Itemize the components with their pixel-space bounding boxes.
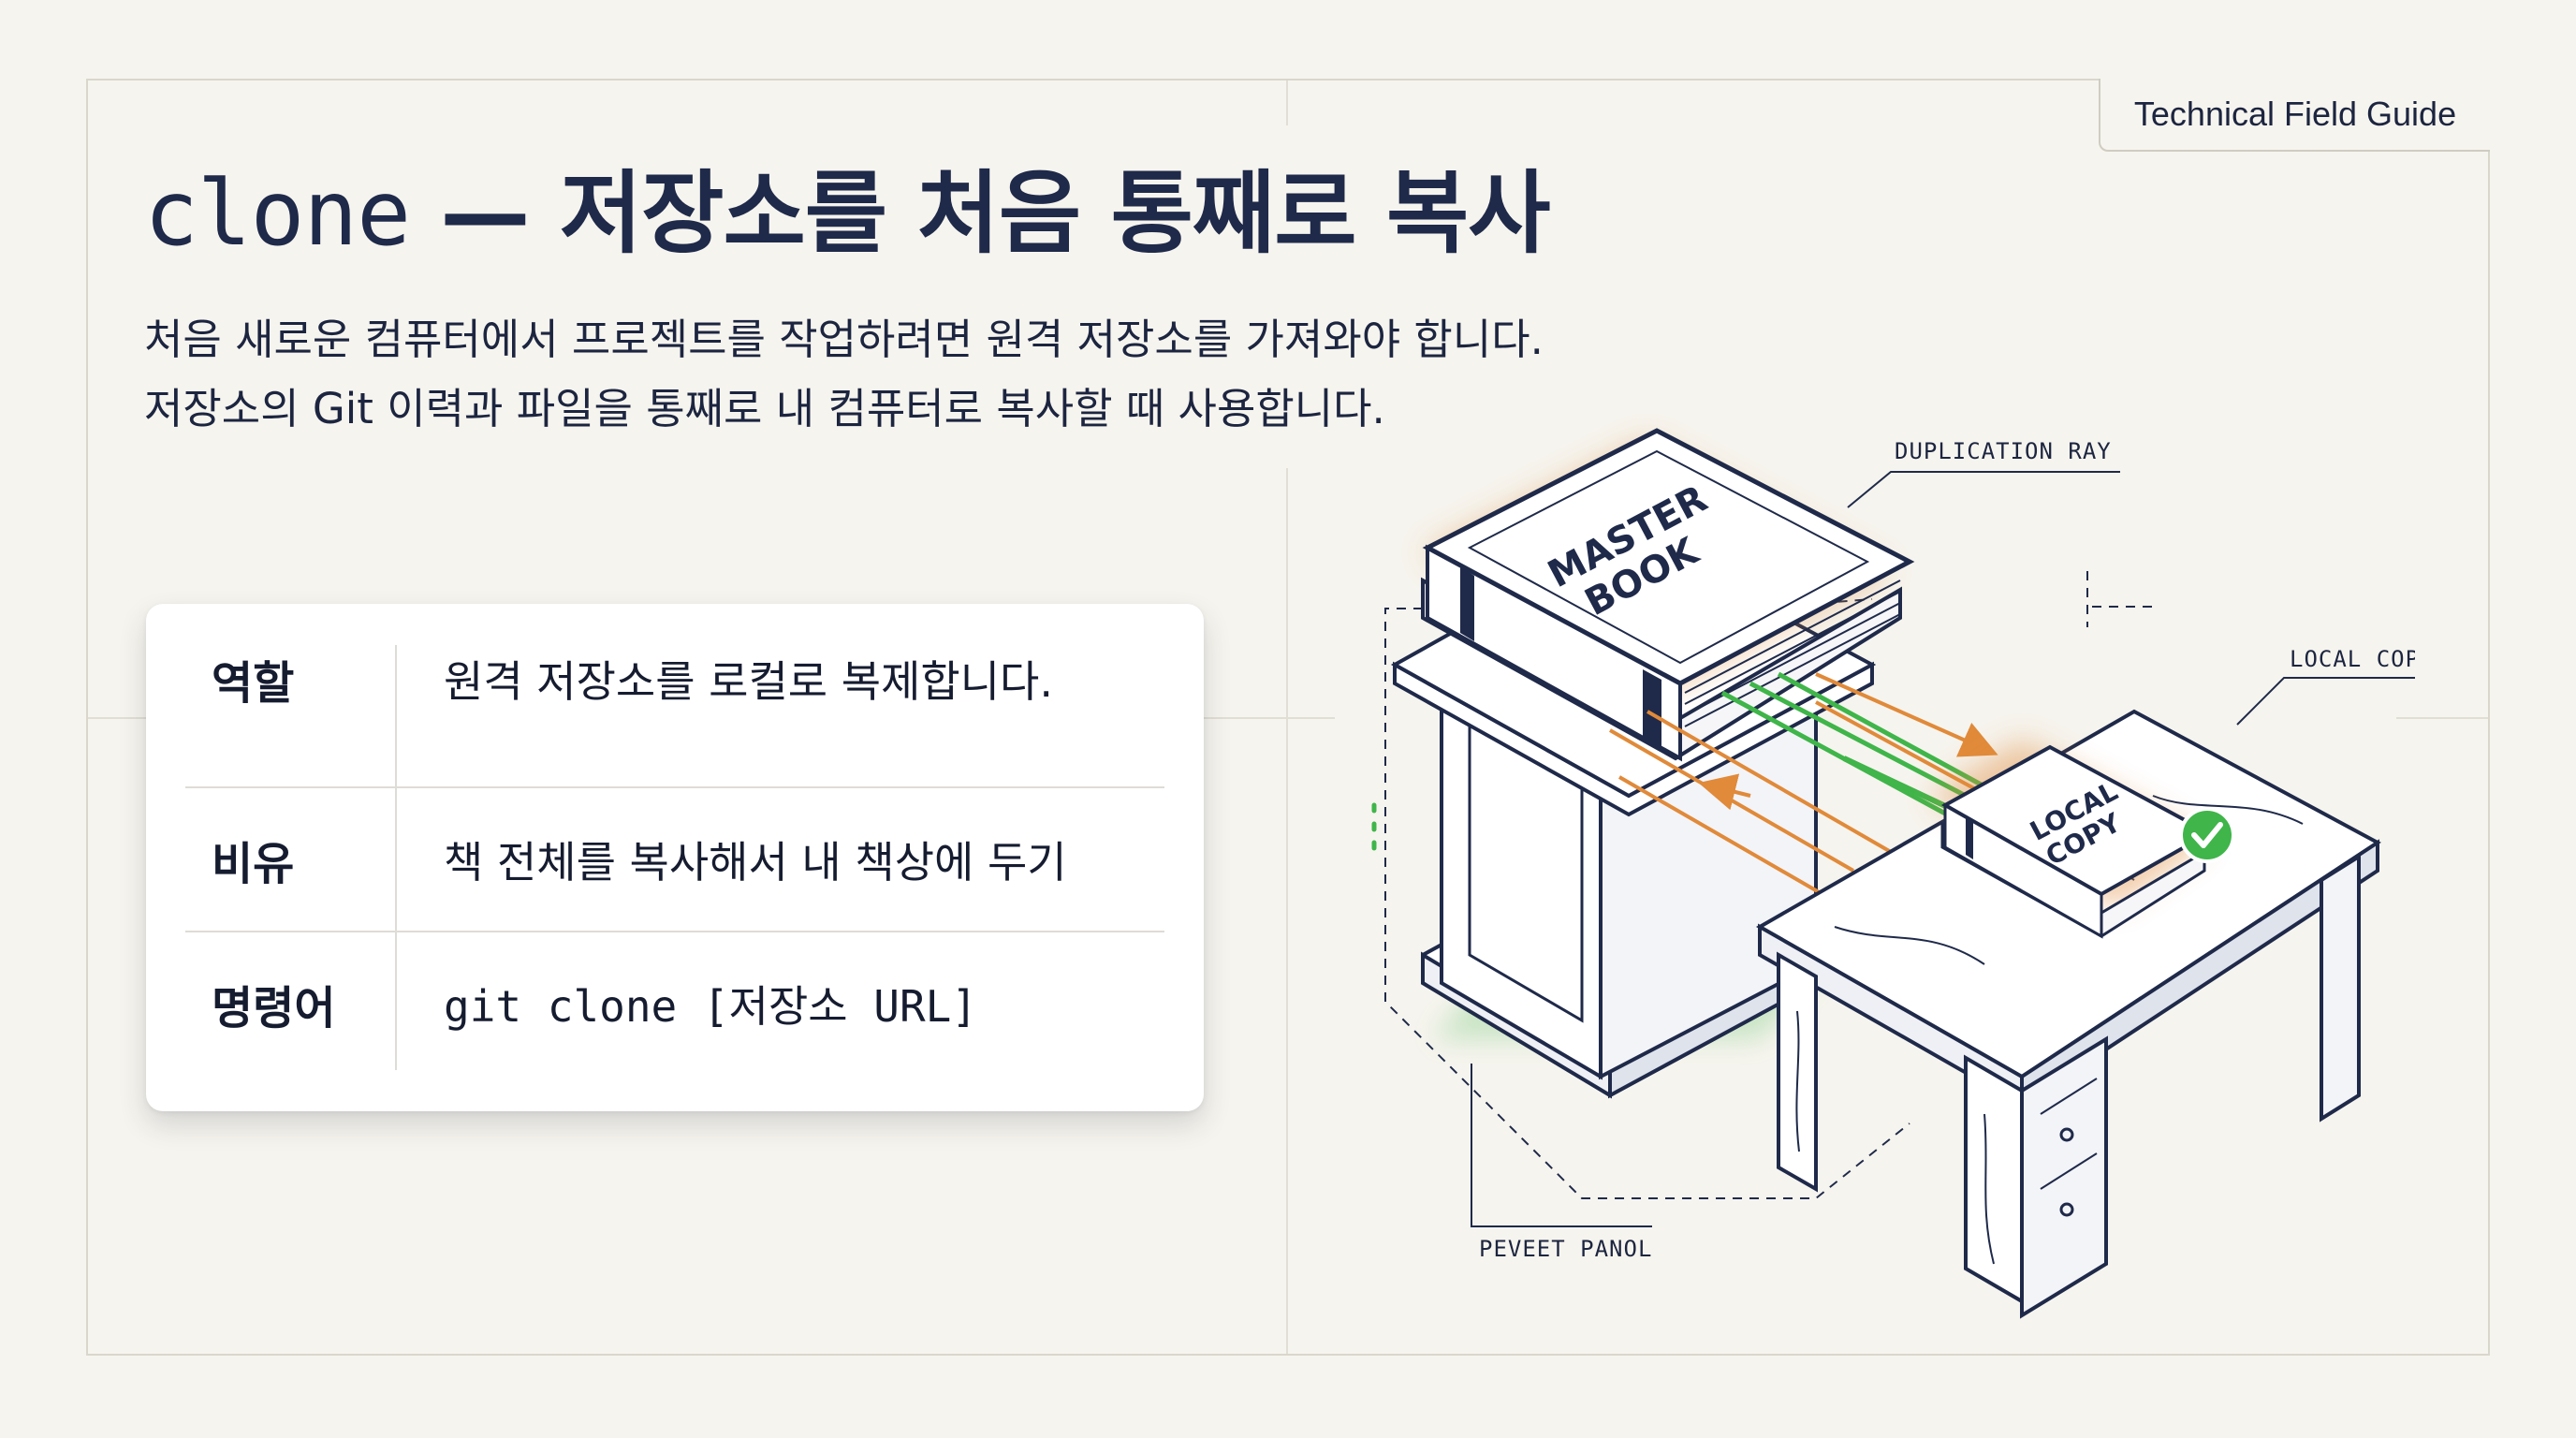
table-row: 명령어 git clone [저장소 URL] <box>185 932 1164 1075</box>
guide-line <box>88 717 146 719</box>
row-key: 비유 <box>212 838 295 890</box>
guide-line <box>1286 81 1288 125</box>
column-divider <box>395 645 397 1070</box>
callout-local-copy: LOCAL COPY <box>2290 646 2415 672</box>
row-divider <box>185 931 1164 932</box>
row-key: 역할 <box>212 657 295 710</box>
field-guide-tag: Technical Field Guide <box>2099 79 2490 152</box>
table-row: 역할 원격 저장소를 로컬로 복제합니다. <box>185 608 1164 750</box>
callout-duplication-ray: DUPLICATION RAY <box>1895 438 2112 464</box>
row-value: 원격 저장소를 로컬로 복제합니다. <box>444 656 1053 707</box>
title-rest: — 저장소를 처음 통째로 복사 <box>409 161 1550 266</box>
callout-pedestal: PEVEET PANOL <box>1479 1236 1652 1262</box>
table-row: 비유 책 전체를 복사해서 내 책상에 두기 <box>185 788 1164 931</box>
description-line-2: 저장소의 Git 이력과 파일을 통째로 내 컴퓨터로 복사할 때 사용합니다. <box>144 384 1385 433</box>
row-value-command: git clone [저장소 URL] <box>444 981 978 1032</box>
page-title: clone — 저장소를 처음 통째로 복사 <box>144 140 1551 271</box>
guide-line <box>1286 468 1288 1354</box>
callout-lines <box>1471 471 2415 1227</box>
description-line-1: 처음 새로운 컴퓨터에서 프로젝트를 작업하려면 원격 저장소를 가져와야 합니… <box>144 315 1544 364</box>
info-card: 역할 원격 저장소를 로컬로 복제합니다. 비유 책 전체를 복사해서 내 책상… <box>146 604 1204 1111</box>
clone-illustration: MASTER BOOK <box>1371 428 2415 1319</box>
row-value: 책 전체를 복사해서 내 책상에 두기 <box>444 837 1067 888</box>
frame <box>86 79 2490 1356</box>
row-key: 명령어 <box>212 982 336 1034</box>
guide-line <box>1204 717 1335 719</box>
local-book: LOCAL COPY <box>1928 740 2235 939</box>
check-icon <box>2179 807 2235 863</box>
master-book: MASTER BOOK <box>1421 428 1915 762</box>
title-command: clone <box>144 161 411 266</box>
guide-line <box>2396 717 2488 719</box>
row-divider <box>185 786 1164 788</box>
